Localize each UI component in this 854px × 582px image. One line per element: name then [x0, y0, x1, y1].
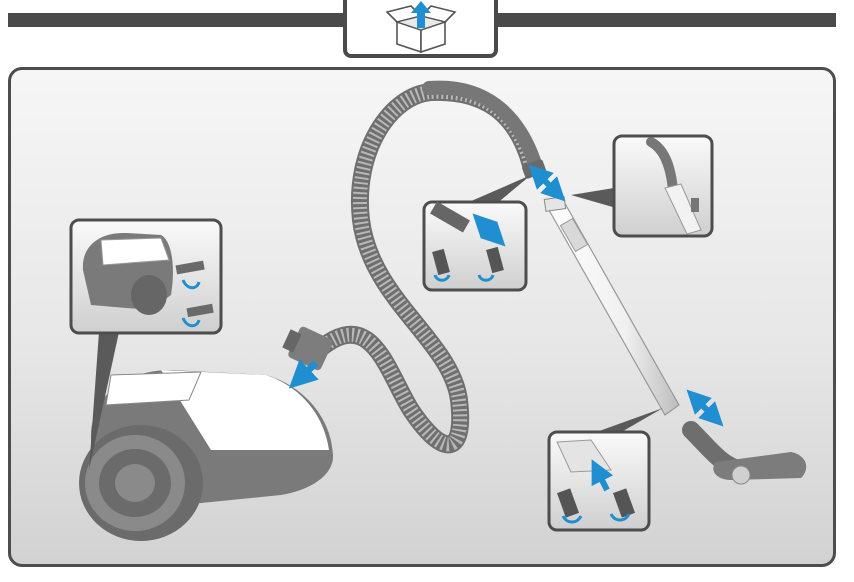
inset-bag-compartment [69, 218, 223, 335]
attach-arrow-bag [288, 359, 319, 389]
vacuum-body [79, 370, 334, 541]
open-box-icon [385, 1, 457, 54]
floor-nozzle [682, 421, 807, 485]
up-arrow-icon [411, 1, 431, 28]
double-arrow-hose-tube [528, 164, 566, 202]
rotate-arrow-icon [181, 279, 201, 290]
inset-tube-joint [612, 134, 714, 238]
header-rule-right [498, 13, 836, 27]
callout-pointer-tube [571, 188, 623, 210]
rotate-arrow-icon [181, 317, 201, 328]
inset-hose-tube-lock [422, 200, 528, 292]
rotate-arrow-icon [561, 515, 583, 524]
assembly-illustration-panel [8, 67, 836, 567]
rotate-arrow-icon [477, 274, 495, 282]
rotate-arrow-icon [609, 513, 631, 522]
unpacking-tab [343, 0, 498, 58]
callout-pointer-body [89, 332, 119, 470]
header-rule-left [8, 13, 345, 27]
rotate-arrow-icon [433, 274, 451, 282]
double-arrow-tube-nozzle [686, 389, 724, 427]
inset-tube-nozzle-lock [547, 430, 651, 532]
